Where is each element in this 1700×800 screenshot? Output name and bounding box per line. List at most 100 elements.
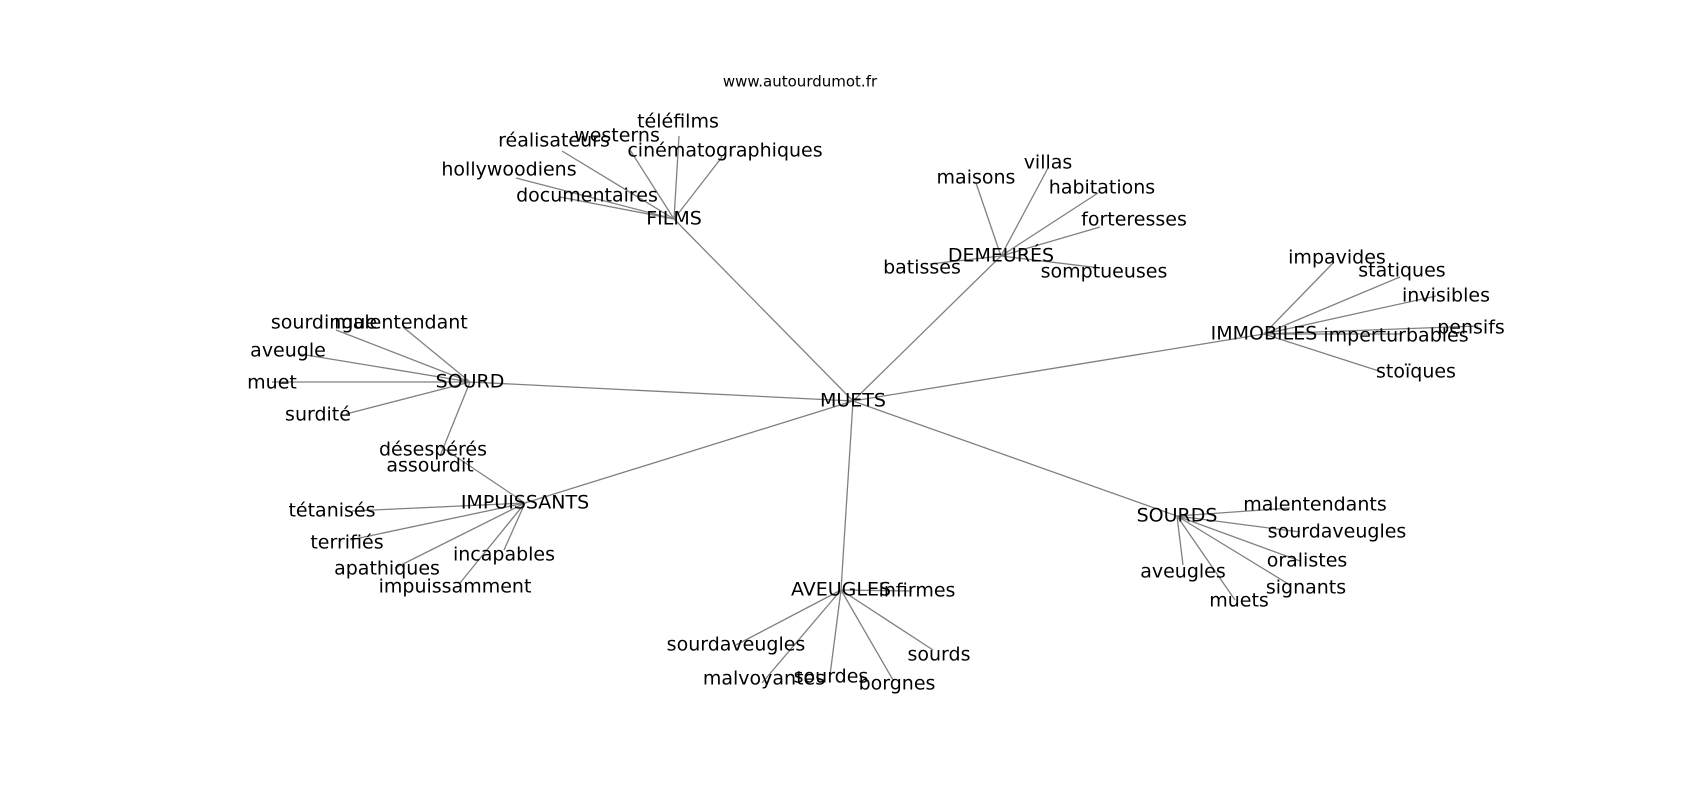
edge-sourd-4: [345, 381, 471, 415]
hub-node-films: FILMS: [646, 208, 702, 230]
edge-aveugles-5: [840, 589, 934, 651]
hub-node-impuissants: IMPUISSANTS: [461, 492, 589, 514]
leaf-node-label: sourdingue: [271, 312, 377, 334]
edge-impuissants-5: [459, 502, 526, 584]
leaf-node-label: terrifiés: [310, 532, 383, 554]
leaf-node-label: habitations: [1049, 177, 1155, 199]
edge-immobiles-1: [1263, 276, 1401, 335]
edge-demeures-3: [1000, 226, 1101, 257]
leaf-node-label: réalisateurs: [498, 130, 610, 152]
edges-layer: [272, 135, 1479, 684]
leaf-node-label: batisses: [883, 257, 961, 279]
edge-films-0: [561, 150, 675, 220]
edge-sourds-2: [1176, 515, 1301, 562]
edge-films-5: [559, 196, 675, 220]
leaf-node-label: apathiques: [334, 558, 440, 580]
labels-layer: www.autourdumot.fr réalisateurswesternst…: [247, 73, 1505, 695]
leaf-node-label: villas: [1024, 152, 1073, 174]
leaf-node-label: borgnes: [859, 673, 936, 695]
leaf-node-label: malentendant: [334, 312, 468, 334]
leaf-node-label: assourdit: [386, 455, 473, 477]
site-title: www.autourdumot.fr: [723, 73, 878, 91]
edge-impuissants-3: [394, 502, 526, 569]
leaf-node-label: aveugle: [250, 340, 326, 362]
leaf-node-label: documentaires: [516, 185, 658, 207]
edge-films-1: [629, 149, 675, 220]
edge-sourds-4: [1176, 515, 1184, 566]
edge-aveugles-3: [829, 589, 842, 676]
edge-impuissants-1: [351, 502, 526, 512]
edge-demeures-5: [1000, 255, 1101, 269]
leaf-node-label: surdité: [285, 404, 351, 426]
leaf-node-label: maisons: [937, 167, 1016, 189]
edge-demeures-0: [975, 182, 1002, 257]
hub-node-immobiles: IMMOBILES: [1211, 323, 1318, 345]
edge-center-sourd: [469, 381, 854, 402]
edge-aveugles-2: [761, 589, 842, 684]
leaf-node-label: téléfilms: [637, 111, 719, 133]
edge-films-2: [673, 135, 680, 220]
edge-center-sourds: [852, 400, 1178, 517]
leaf-node-label: hollywoodiens: [441, 159, 576, 181]
leaf-node-label: incapables: [453, 544, 555, 566]
edge-impuissants-4: [503, 502, 526, 551]
leaf-node-label: signants: [1266, 577, 1346, 599]
leaf-node-label: westerns: [574, 125, 660, 147]
edge-sourd-2: [299, 353, 471, 383]
hub-node-sourds: SOURDS: [1137, 505, 1218, 527]
leaf-node-label: muet: [247, 372, 297, 394]
edge-films-4: [515, 177, 675, 220]
leaf-node-label: stoïques: [1376, 361, 1456, 383]
leaf-node-label: aveugles: [1140, 561, 1226, 583]
edge-aveugles-1: [735, 589, 842, 646]
edge-aveugles-0: [840, 589, 913, 592]
edge-impuissants-0: [439, 445, 526, 504]
edge-sourds-5: [1176, 515, 1236, 601]
leaf-node-label: forteresses: [1081, 209, 1187, 231]
hub-node-aveugles: AVEUGLES: [791, 579, 891, 601]
leaf-node-label: tétanisés: [288, 500, 375, 522]
leaf-node-label: oralistes: [1267, 550, 1348, 572]
edge-sourds-1: [1176, 515, 1301, 533]
edge-sourds-3: [1176, 515, 1291, 586]
leaf-node-label: somptueuses: [1041, 261, 1168, 283]
edge-immobiles-3: [1263, 325, 1479, 335]
edge-center-immobiles: [852, 333, 1265, 402]
edge-demeures-4: [929, 255, 1002, 265]
leaf-node-label: malentendants: [1243, 494, 1386, 516]
leaf-node-label: statiques: [1358, 260, 1445, 282]
leaf-node-label: impavides: [1288, 247, 1386, 269]
center-node-label: MUETS: [820, 390, 886, 412]
hub-node-demeures: DEMEURÉS: [948, 244, 1054, 267]
edge-sourd-0: [335, 329, 471, 383]
leaf-node-label: sourds: [907, 644, 970, 666]
edge-sourd-5: [439, 381, 471, 457]
leaf-node-label: muets: [1209, 590, 1269, 612]
edge-sourds-0: [1176, 507, 1291, 517]
leaf-node-label: impuissamment: [379, 576, 532, 598]
leaf-node-label: invisibles: [1402, 285, 1490, 307]
edge-center-impuissants: [524, 400, 854, 504]
edge-center-films: [673, 218, 854, 402]
edge-films-3: [673, 156, 723, 220]
edge-impuissants-2: [349, 502, 526, 541]
hub-node-sourd: SOURD: [436, 371, 505, 393]
edge-immobiles-2: [1263, 295, 1437, 335]
leaf-node-label: infirmes: [879, 580, 956, 602]
edge-center-aveugles: [840, 400, 854, 591]
leaf-node-label: imperturbables: [1323, 325, 1468, 347]
edge-demeures-1: [1000, 167, 1049, 257]
edge-demeures-2: [1000, 192, 1099, 257]
edge-sourd-1: [402, 326, 471, 383]
edge-immobiles-5: [1263, 333, 1383, 373]
leaf-node-label: pensifs: [1437, 317, 1505, 339]
leaf-node-label: sourdaveugles: [667, 634, 806, 656]
leaf-node-label: sourdes: [794, 666, 869, 688]
leaf-node-label: malvoyantes: [703, 668, 825, 690]
edge-immobiles-0: [1263, 261, 1335, 335]
leaf-node-label: cinématographiques: [627, 140, 822, 162]
leaf-node-label: désespérés: [379, 439, 487, 461]
edge-center-demeures: [852, 255, 1002, 402]
edge-aveugles-4: [840, 589, 894, 681]
